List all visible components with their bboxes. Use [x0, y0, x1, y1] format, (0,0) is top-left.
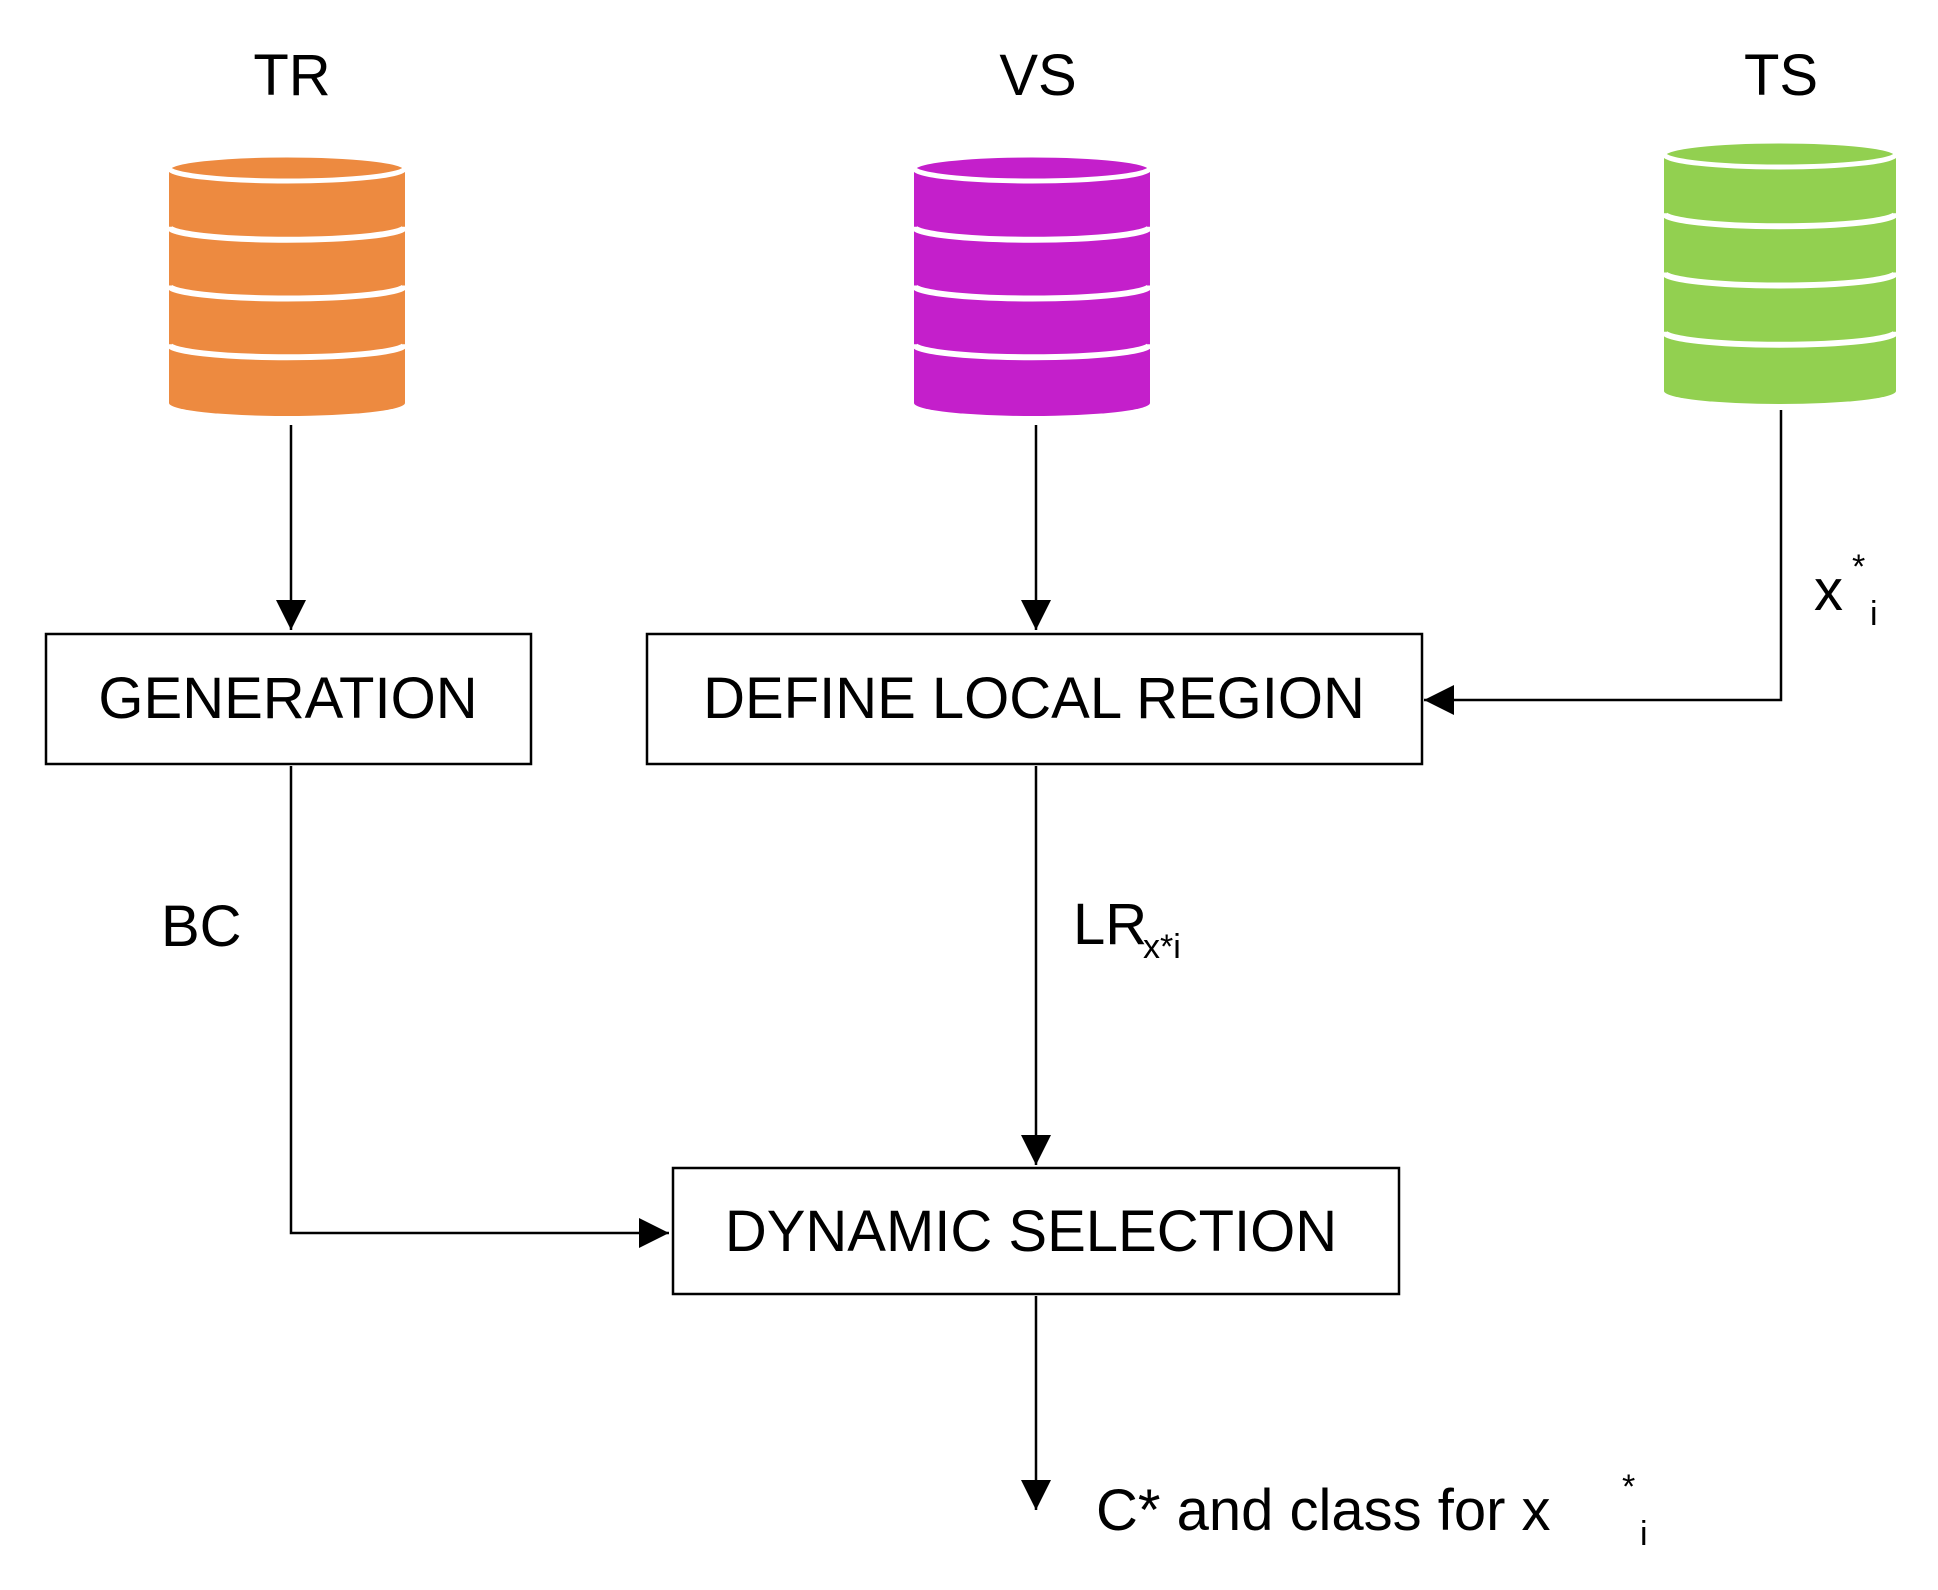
bc-label: BC	[161, 894, 242, 959]
ts-to-define-region-arrow	[1424, 410, 1783, 715]
output-label-sup: *	[1622, 1468, 1635, 1506]
dataset-label-vs: VS	[999, 43, 1076, 108]
database-band	[166, 225, 408, 243]
dynamic-selection-label: DYNAMIC SELECTION	[725, 1199, 1337, 1264]
x-label-main: x	[1814, 558, 1843, 623]
define-local-region-box	[645, 632, 1424, 766]
database-band	[911, 225, 1153, 243]
database-band	[1661, 271, 1899, 289]
dataset-label-ts: TS	[1744, 43, 1818, 108]
database-band	[166, 284, 408, 302]
test-sample-label: x * i	[1814, 548, 1878, 633]
dataset-label-tr: TR	[253, 43, 330, 108]
dynamic-selection-box	[671, 1166, 1401, 1296]
define-local-region-label: DEFINE LOCAL REGION	[703, 666, 1365, 731]
database-band	[1661, 330, 1899, 348]
generation-label: GENERATION	[98, 666, 477, 731]
database-top	[911, 152, 1153, 184]
database-top	[166, 152, 408, 184]
lr-label-sub: x*i	[1143, 928, 1181, 966]
database-body	[1664, 141, 1896, 404]
database-body	[169, 155, 405, 416]
output-label-sub: i	[1640, 1515, 1648, 1553]
database-band	[166, 343, 408, 361]
lr-label-main: LR	[1073, 892, 1147, 957]
database-body	[914, 155, 1150, 416]
generation-to-dynamic-selection-arrow	[289, 766, 669, 1248]
tr-database-icon	[166, 152, 408, 416]
database-band	[911, 343, 1153, 361]
database-band	[911, 284, 1153, 302]
output-label-main: C* and class for x	[1096, 1478, 1551, 1543]
x-label-sub: i	[1870, 595, 1878, 633]
output-label: C* and class for x * i	[1096, 1468, 1648, 1553]
local-region-label: LR x*i	[1073, 892, 1181, 966]
ts-database-icon	[1661, 138, 1899, 404]
x-label-sup: *	[1852, 548, 1865, 586]
generation-box	[44, 632, 533, 766]
database-top	[1661, 138, 1899, 170]
vs-database-icon	[911, 152, 1153, 416]
database-band	[1661, 212, 1899, 230]
